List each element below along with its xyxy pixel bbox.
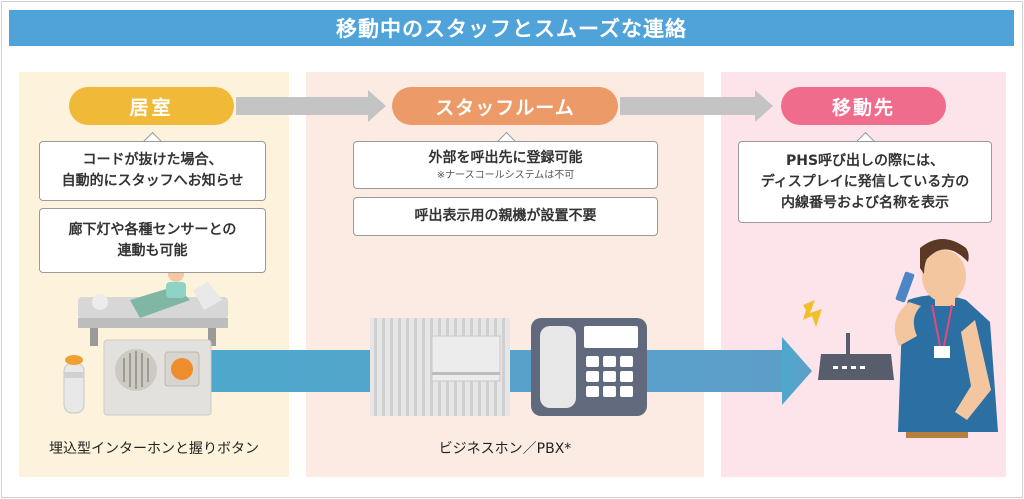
room-note-2: 廊下灯や各種センサーとの 連動も可能 <box>39 208 266 273</box>
staff-note-1-line1: 外部を呼出先に登録可能 <box>428 150 583 166</box>
staff-note-1: 外部を呼出先に登録可能 ※ナースコールシステムは不可 <box>353 141 658 189</box>
destination-note: PHS呼び出しの際には、 ディスプレイに発信している方の 内線番号および名称を表… <box>738 141 992 223</box>
access-point <box>818 333 894 380</box>
intercom-panel <box>103 339 212 416</box>
destination-label: 移動先 <box>781 87 946 125</box>
pbx-caption: ビジネスホン／PBX* <box>438 441 572 457</box>
room-note-1: コードが抜けた場合、 自動的にスタッフへお知らせ <box>39 141 266 201</box>
staff-person <box>894 239 998 438</box>
flow-arrow-staff-to-destination <box>620 90 773 122</box>
signal-lightning-icon <box>803 300 822 327</box>
business-phone <box>531 318 647 416</box>
staff-room-label: スタッフルーム <box>392 87 618 125</box>
room-note-2-line1: 廊下灯や各種センサーとの <box>68 221 237 238</box>
staff-note-2-line1: 呼出表示用の親機が設置不要 <box>414 208 597 224</box>
room-note-2-line2: 連動も可能 <box>117 242 188 259</box>
pbx-unit <box>370 318 510 416</box>
room-label: 居室 <box>69 87 234 125</box>
room-note-1-line1: コードが抜けた場合、 <box>82 152 223 168</box>
hand-button <box>63 355 85 414</box>
destination-note-line1: PHS呼び出しの際には、 <box>785 152 945 169</box>
flow-arrow-room-to-staff <box>236 90 386 122</box>
staff-note-1-footnote: ※ナースコールシステムは不可 <box>436 170 575 181</box>
bed-illustration <box>78 263 228 346</box>
page-title: 移動中のスタッフとスムーズな連絡 <box>9 10 1014 46</box>
destination-note-line2: ディスプレイに発信している方の <box>760 173 970 190</box>
intercom-caption: 埋込型インターホンと握りボタン <box>49 441 259 457</box>
destination-note-line3: 内線番号および名称を表示 <box>781 194 949 211</box>
staff-note-2: 呼出表示用の親機が設置不要 <box>353 197 658 236</box>
room-note-1-line2: 自動的にスタッフへお知らせ <box>61 173 244 189</box>
